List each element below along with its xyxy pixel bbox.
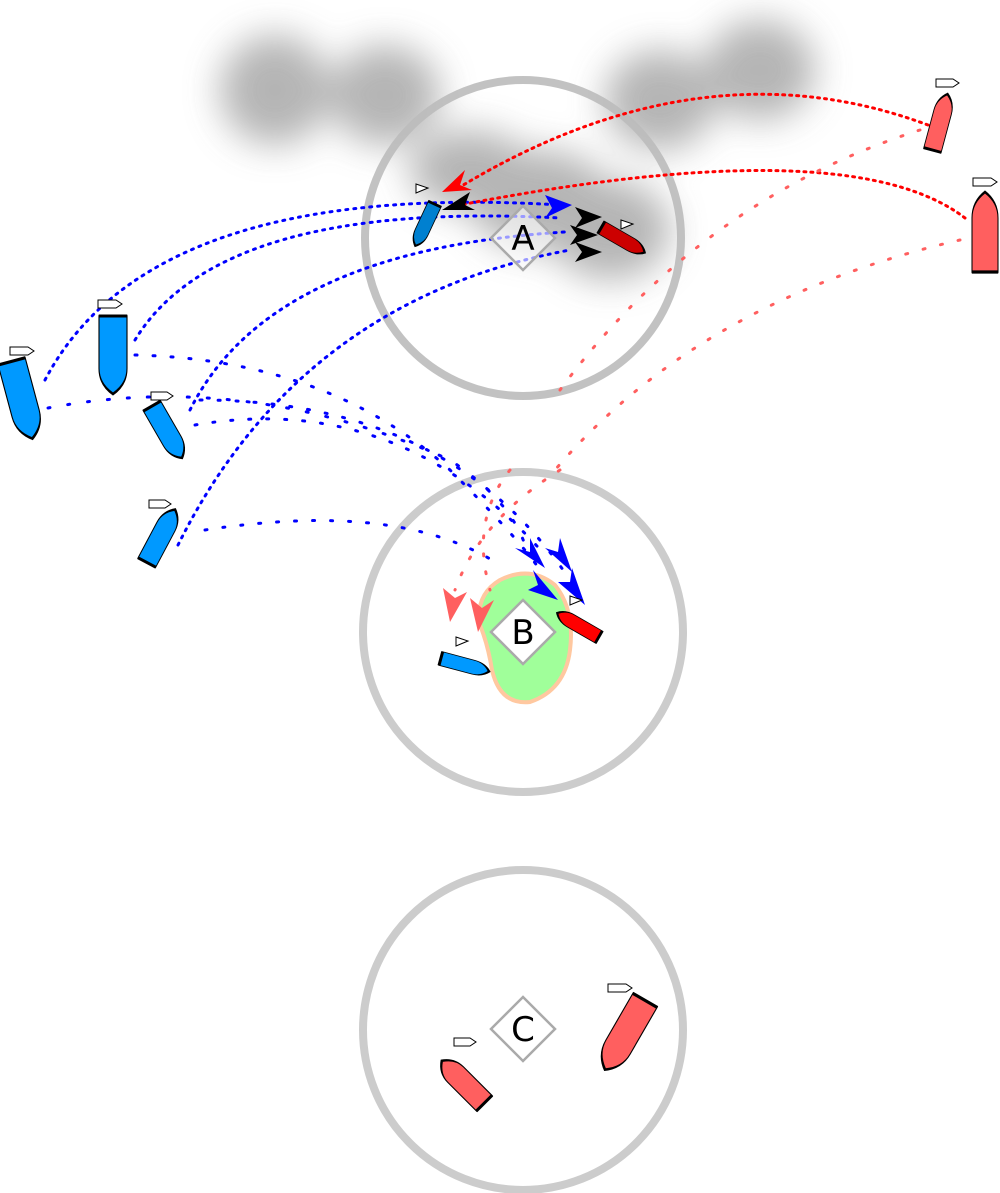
- red-movement-paths: [453, 92, 967, 592]
- zone-ring-b: [359, 468, 687, 796]
- blue-ship[interactable]: [138, 505, 184, 567]
- pennant-icon: [569, 595, 584, 606]
- flag-icon: [150, 391, 174, 401]
- blue-ship-in-zone-a[interactable]: [409, 201, 441, 249]
- zone-label-c: C: [511, 1010, 535, 1050]
- red-ship-in-zone-c[interactable]: [593, 993, 657, 1076]
- zone-label-a: A: [511, 219, 534, 259]
- ship-status-flags: [9, 78, 998, 1047]
- flag-icon: [935, 78, 960, 88]
- zone-ring-c: [359, 866, 687, 1193]
- pennant-icon: [455, 636, 470, 647]
- blue-ship[interactable]: [143, 401, 190, 463]
- flag-icon: [148, 499, 172, 509]
- blue-ship[interactable]: [0, 358, 46, 443]
- pennant-icon: [415, 183, 430, 194]
- flag-icon: [97, 299, 123, 309]
- blue-ship-in-zone-b[interactable]: [439, 652, 491, 678]
- zone-marker-c[interactable]: C: [489, 995, 557, 1063]
- red-ship[interactable]: [924, 92, 956, 153]
- flag-icon: [972, 177, 998, 187]
- flag-icon: [453, 1037, 477, 1047]
- flag-icon: [607, 983, 633, 993]
- pennant-icon: [620, 219, 635, 230]
- zone-marker-b[interactable]: B: [489, 598, 557, 666]
- arrowheads: [442, 170, 602, 632]
- red-ship-in-zone-c[interactable]: [434, 1053, 492, 1111]
- blue-ship[interactable]: [99, 316, 127, 394]
- red-ship[interactable]: [972, 192, 998, 272]
- blue-movement-paths: [43, 200, 572, 582]
- zone-label-b: B: [511, 613, 534, 653]
- flag-icon: [9, 346, 35, 356]
- zone-ring-a: [361, 76, 685, 400]
- zone-marker-a[interactable]: A: [489, 204, 557, 272]
